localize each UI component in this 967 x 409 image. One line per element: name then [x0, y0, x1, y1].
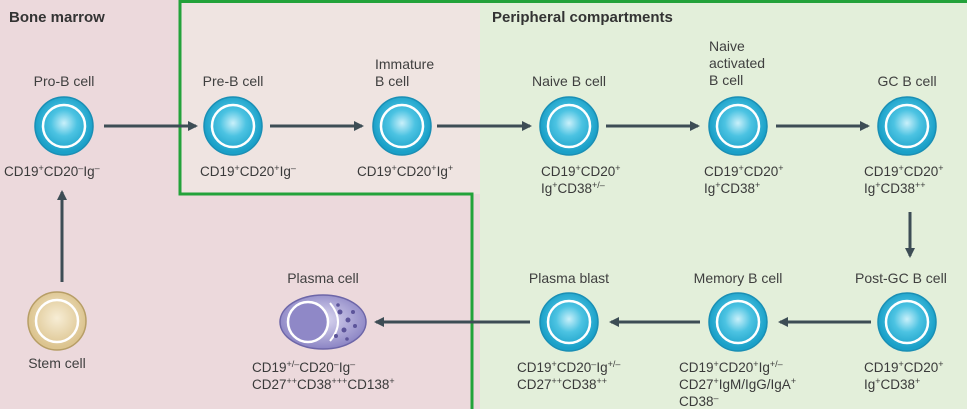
naive-b-cell-icon — [539, 96, 599, 156]
marker-line: Ig+CD38+ — [704, 180, 761, 197]
immature-b-markers: CD19+CD20+Ig+ — [357, 163, 453, 180]
memory-b-cell-label: Memory B cell — [693, 270, 783, 286]
marker-line: CD19+CD20+Ig+ — [357, 163, 454, 180]
post-gc-b-markers: CD19+CD20+Ig+CD38+ — [864, 359, 944, 393]
marker-line: Ig+CD38+ — [864, 376, 921, 393]
plasma-cell-label: Plasma cell — [287, 270, 359, 286]
marker-line: CD27++CD38+++CD138+ — [252, 376, 395, 393]
pro-b-cell-icon — [34, 96, 94, 156]
bone-marrow-title: Bone marrow — [9, 9, 105, 26]
post-gc-b-cell-label: Post-GC B cell — [855, 270, 947, 286]
b-cells — [34, 96, 937, 352]
peripheral-compartments-title: Peripheral compartments — [492, 9, 673, 26]
marker-line: CD27+IgM/IgG/IgA+ — [679, 376, 797, 393]
naive-activated-label-line2: activated — [709, 55, 766, 71]
immature-b-cell-icon — [372, 96, 432, 156]
marker-line: CD19+CD20+ — [864, 359, 944, 376]
stem-cell-icon — [27, 291, 87, 351]
arrows — [57, 121, 915, 327]
pro-b-cell-label: Pro-B cell — [33, 73, 95, 89]
stem-cell-label: Stem cell — [28, 355, 86, 371]
gc-b-cell-icon — [877, 96, 937, 156]
immature-b-cell-label: Immature B cell — [375, 56, 434, 90]
marker-line: CD19+CD20+Ig– — [200, 163, 296, 180]
marker-line: CD19+CD20+ — [704, 163, 784, 180]
naive-b-markers: CD19+CD20+Ig+CD38+/– — [541, 163, 621, 197]
naive-b-cell-label: Naive B cell — [532, 73, 606, 89]
naive-activated-b-cell-label: Naive activated B cell — [709, 38, 765, 89]
memory-b-cell-icon — [708, 292, 768, 352]
immature-label-line1: Immature — [375, 56, 435, 72]
pre-b-markers: CD19+CD20+Ig– — [200, 163, 296, 180]
immature-label-line2: B cell — [375, 73, 410, 89]
marker-line: Ig+CD38++ — [864, 180, 926, 197]
plasma-markers: CD19+/–CD20–Ig–CD27++CD38+++CD138+ — [252, 359, 395, 393]
memory-b-markers: CD19+CD20+Ig+/–CD27+IgM/IgG/IgA+CD38– — [679, 359, 796, 409]
gc-b-markers: CD19+CD20+Ig+CD38++ — [864, 163, 944, 197]
marker-line: Ig+CD38+/– — [541, 180, 605, 197]
pre-b-cell-label: Pre-B cell — [202, 73, 264, 89]
pro-b-markers: CD19+CD20–Ig– — [4, 163, 100, 180]
marker-line: CD19+/–CD20–Ig– — [252, 359, 356, 376]
marker-line: CD38– — [679, 393, 719, 409]
plasma-blast-markers: CD19+CD20–Ig+/–CD27++CD38++ — [517, 359, 620, 393]
marker-line: CD19+CD20–Ig+/– — [517, 359, 621, 376]
naive-activated-label-line1: Naive — [709, 38, 745, 54]
marker-line: CD19+CD20+ — [864, 163, 944, 180]
pre-b-cell-icon — [203, 96, 263, 156]
compartment-boundary-line — [178, 0, 474, 409]
naive-activated-b-markers: CD19+CD20+Ig+CD38+ — [704, 163, 784, 197]
plasma-blast-label: Plasma blast — [528, 270, 610, 286]
marker-line: CD19+CD20+ — [541, 163, 621, 180]
plasma-cell-icon — [279, 294, 367, 350]
post-gc-b-cell-icon — [877, 292, 937, 352]
marker-line: CD27++CD38++ — [517, 376, 608, 393]
marker-line: CD19+CD20+Ig+/– — [679, 359, 783, 376]
marker-line: CD19+CD20–Ig– — [4, 163, 100, 180]
naive-activated-label-line3: B cell — [709, 72, 744, 88]
naive-activated-b-cell-icon — [708, 96, 768, 156]
plasma-blast-icon — [539, 292, 599, 352]
gc-b-cell-label: GC B cell — [877, 73, 937, 89]
